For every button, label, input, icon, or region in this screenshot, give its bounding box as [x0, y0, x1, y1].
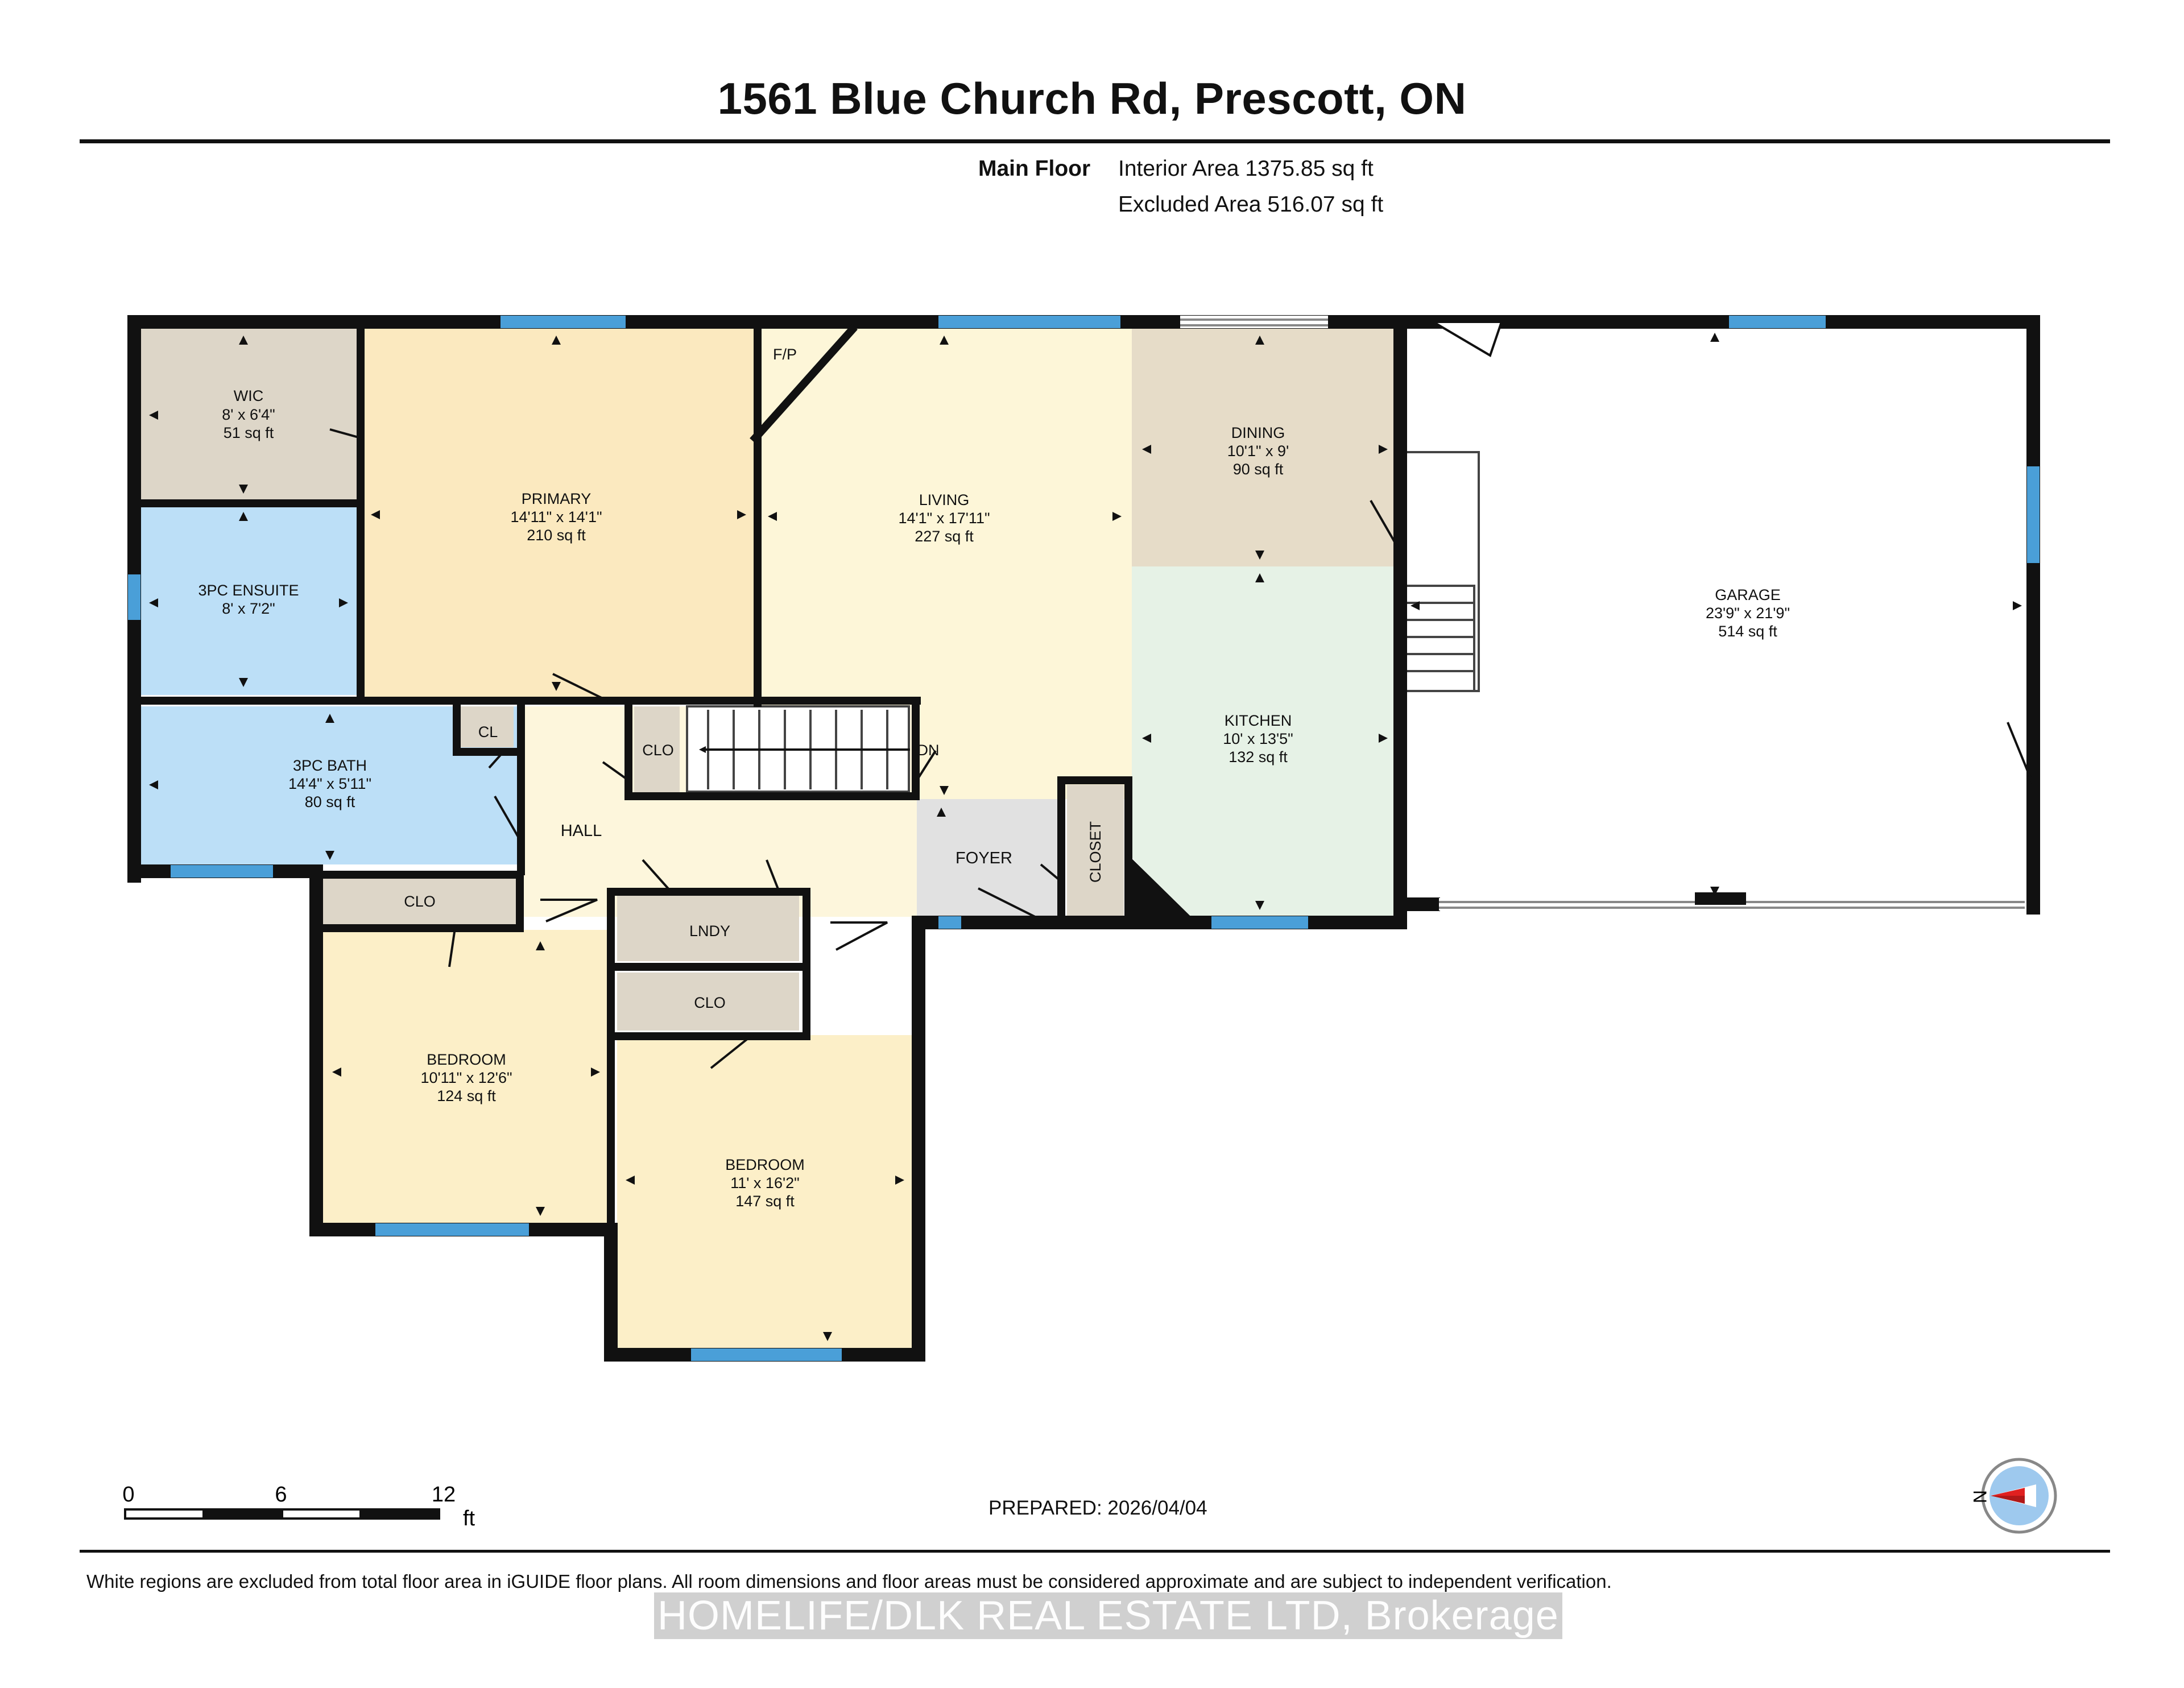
windows [128, 316, 2040, 1361]
wic-fill [141, 329, 357, 500]
clo-stair-label: CLO [642, 742, 674, 759]
scale-tick-0: 0 [122, 1483, 134, 1507]
living-name: LIVING [919, 491, 970, 508]
footer-divider [80, 1550, 2110, 1553]
compass-icon: N [1970, 1458, 2057, 1534]
scale-tick-6: 6 [275, 1483, 287, 1507]
hall-label: HALL [561, 822, 602, 840]
bedroom1-fill [323, 930, 607, 1223]
ensuite-dims: 8' x 7'2" [222, 600, 275, 617]
clo-bed1-fill [323, 875, 516, 927]
bath-name: 3PC BATH [293, 757, 367, 774]
room-labels: WIC 8' x 6'4" 51 sq ft PRIMARY 14'11" x … [198, 346, 1790, 1210]
interior-area: Interior Area 1375.85 sq ft [1118, 156, 1374, 181]
wic-dims: 8' x 6'4" [222, 406, 275, 423]
wic-name: WIC [234, 387, 263, 404]
fp-label: F/P [773, 346, 797, 363]
clo-stair-fill [634, 706, 680, 793]
doors [329, 321, 2034, 1069]
dining-name: DINING [1231, 424, 1285, 441]
foyer-fill [917, 799, 1059, 917]
primary-area: 210 sq ft [527, 527, 586, 544]
bedroom2-fill [617, 1035, 913, 1348]
living-fill [758, 329, 1132, 799]
bedroom2-name: BEDROOM [725, 1156, 805, 1173]
bath-dims: 14'4" x 5'11" [288, 775, 371, 792]
slider-lines [1180, 318, 2025, 909]
dining-area: 90 sq ft [1233, 461, 1284, 478]
garage-area: 514 sq ft [1718, 623, 1777, 640]
garage-stairs [1404, 451, 1480, 692]
disclaimer: White regions are excluded from total fl… [86, 1571, 1612, 1592]
bedroom1-dims: 10'11" x 12'6" [420, 1069, 512, 1086]
primary-dims: 14'11" x 14'1" [510, 508, 602, 526]
brokerage-watermark: HOMELIFE/DLK REAL ESTATE LTD, Brokerage [654, 1592, 1562, 1639]
main-stairs [686, 705, 910, 793]
title-divider [80, 139, 2110, 143]
compass-north-label: N [1970, 1490, 1990, 1503]
clo-bed1-label: CLO [404, 893, 436, 910]
scale-bar: 0 6 12 ft [122, 1483, 475, 1530]
scale-unit: ft [463, 1507, 475, 1530]
living-area: 227 sq ft [915, 528, 974, 545]
dining-fill [1132, 329, 1393, 566]
cl-label: CL [478, 723, 498, 740]
clo-bed2-label: CLO [694, 994, 726, 1011]
kitchen-fill [1132, 566, 1393, 917]
primary-name: PRIMARY [522, 490, 592, 507]
kitchen-dims: 10' x 13'5" [1223, 730, 1293, 747]
floor-plan: WIC 8' x 6'4" 51 sq ft PRIMARY 14'11" x … [127, 315, 2040, 1362]
bedroom2-area: 147 sq ft [735, 1193, 795, 1210]
bath-area: 80 sq ft [305, 793, 355, 810]
lndy-label: LNDY [689, 922, 730, 940]
floor-label: Main Floor [978, 156, 1091, 181]
prepared-date: PREPARED: 2026/04/04 [988, 1497, 1207, 1519]
cl-fill [460, 706, 514, 747]
dimension-arrows [149, 333, 2022, 1341]
bedroom1-area: 124 sq ft [437, 1087, 496, 1104]
excluded-area: Excluded Area 516.07 sq ft [1118, 192, 1384, 217]
bedroom1-name: BEDROOM [427, 1051, 506, 1068]
lndy-fill [617, 892, 799, 961]
dn-label: DN [917, 742, 940, 759]
kitchen-area: 132 sq ft [1228, 748, 1288, 766]
living-dims: 14'1" x 17'11" [898, 510, 990, 527]
primary-fill [364, 329, 758, 700]
closet-fill [1067, 785, 1124, 917]
garage-dims: 23'9" x 21'9" [1706, 605, 1790, 622]
ensuite-name: 3PC ENSUITE [198, 582, 299, 599]
page-title: 1561 Blue Church Rd, Prescott, ON [717, 73, 1467, 123]
closet-label: CLOSET [1087, 821, 1104, 883]
kitchen-name: KITCHEN [1225, 712, 1292, 729]
wic-area: 51 sq ft [224, 424, 274, 441]
room-fills [141, 329, 1393, 1348]
foyer-label: FOYER [956, 849, 1012, 867]
clo-bed2-fill [617, 973, 799, 1031]
garage-name: GARAGE [1715, 586, 1781, 603]
scale-tick-12: 12 [432, 1483, 456, 1507]
ensuite-fill [141, 506, 357, 695]
dining-dims: 10'1" x 9' [1227, 442, 1289, 460]
bedroom2-dims: 11' x 16'2" [730, 1174, 799, 1191]
